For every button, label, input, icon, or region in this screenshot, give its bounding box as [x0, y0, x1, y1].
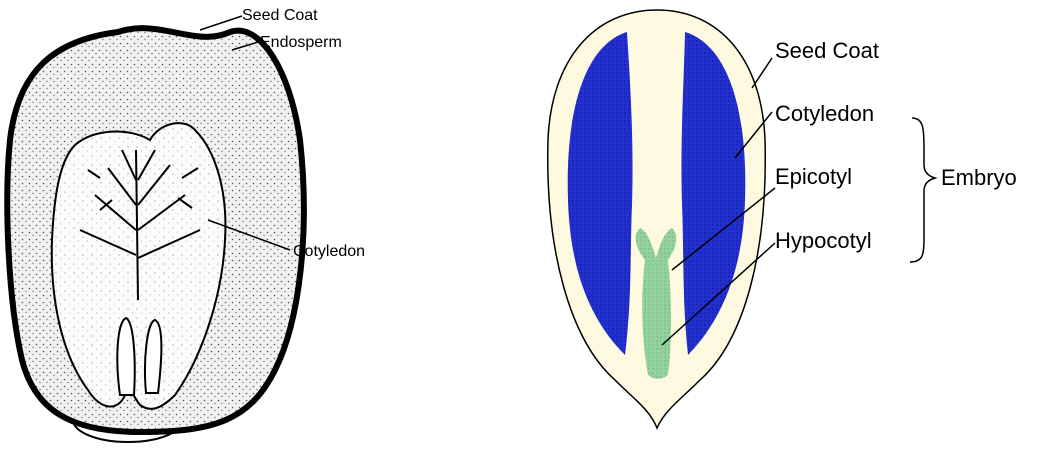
label-cotyledon-left: Cotyledon [293, 243, 365, 260]
left-seed-diagram: Seed Coat Endosperm Cotyledon [7, 7, 365, 442]
right-seed-diagram: Seed Coat Cotyledon Epicotyl Hypocotyl E… [548, 10, 1017, 428]
label-epicotyl: Epicotyl [775, 164, 852, 189]
label-embryo: Embryo [941, 165, 1017, 190]
label-cotyledon-right: Cotyledon [775, 101, 874, 126]
embryo-brace [910, 118, 935, 262]
label-hypocotyl: Hypocotyl [775, 228, 872, 253]
label-seed-coat-left: Seed Coat [242, 7, 318, 24]
label-seed-coat-right: Seed Coat [775, 38, 879, 63]
label-endosperm: Endosperm [260, 34, 342, 51]
